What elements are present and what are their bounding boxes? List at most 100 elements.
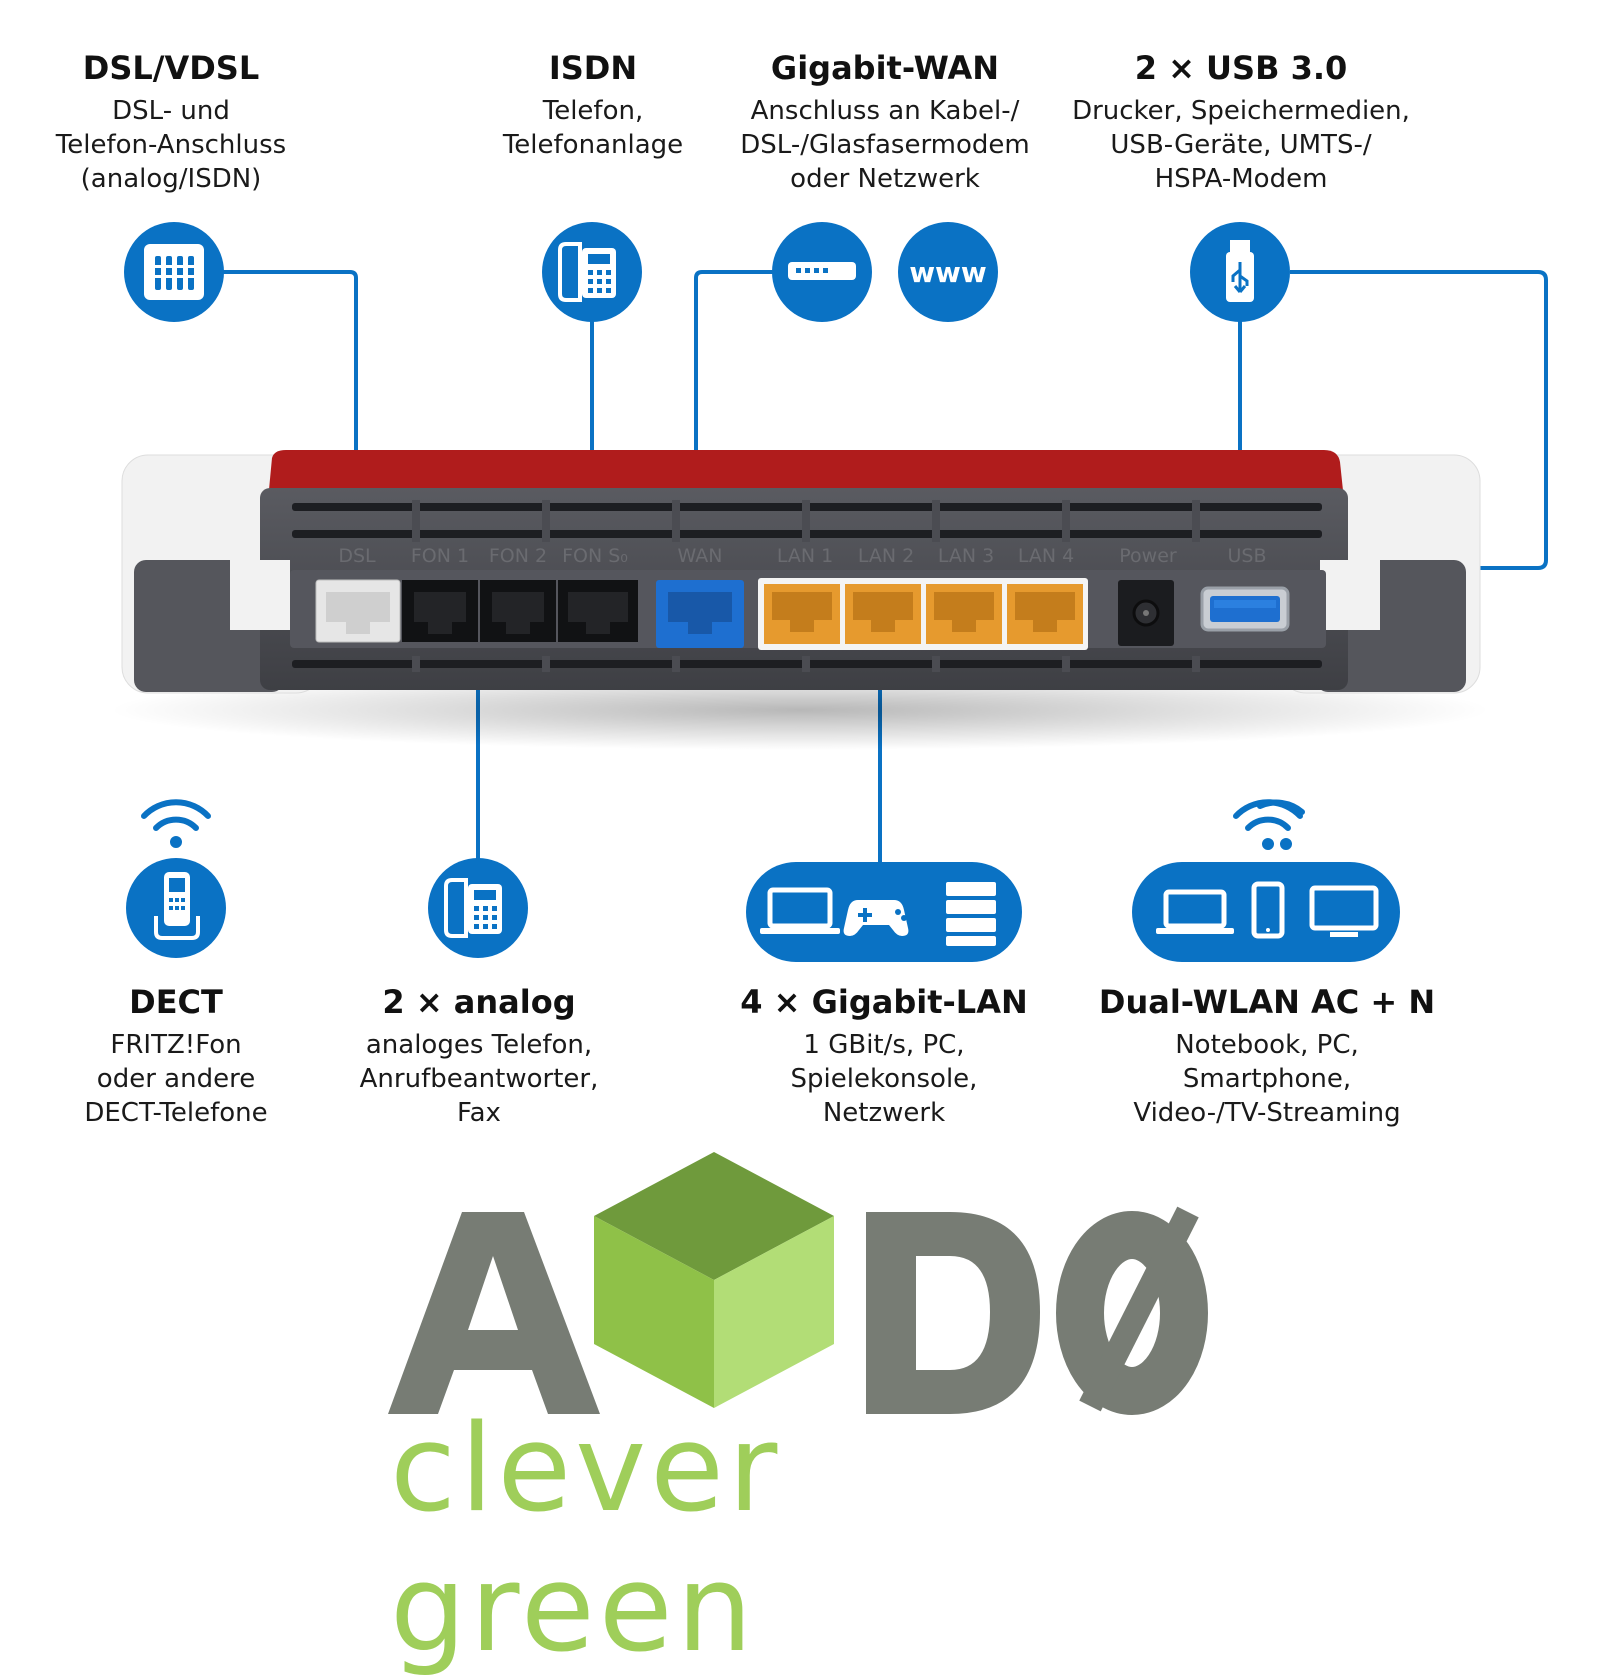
- port-lan-3[interactable]: [926, 584, 1002, 644]
- feature-usb: 2 × USB 3.0 Drucker, Speichermedien, USB…: [1031, 48, 1451, 196]
- feature-dsl-vdsl: DSL/VDSL DSL- und Telefon-Anschluss (ana…: [0, 48, 381, 196]
- feature-desc: Anschluss an Kabel-/ DSL-/Glasfasermodem…: [675, 94, 1095, 196]
- line-usb-side: [1290, 270, 1548, 570]
- feature-desc-line: Telefonanlage: [502, 130, 684, 160]
- port-label: USB: [1227, 545, 1266, 567]
- port-label: FON 2: [489, 545, 547, 567]
- port-label: FON S₀: [562, 545, 628, 567]
- feature-desc-line: Telefon-Anschluss: [55, 130, 287, 160]
- feature-title: Dual-WLAN AC + N: [1098, 983, 1436, 1021]
- feature-gigabit-lan: 4 × Gigabit-LAN 1 GBit/s, PC, Spielekons…: [674, 982, 1094, 1130]
- feature-desc-line: FRITZ!Fon: [110, 1030, 242, 1060]
- feature-desc-line: Notebook, PC,: [1175, 1030, 1359, 1060]
- smartphone-icon: [1251, 881, 1285, 939]
- feature-desc-line: DSL- und: [112, 96, 230, 126]
- feature-desc: Drucker, Speichermedien, USB-Geräte, UMT…: [1031, 94, 1451, 196]
- feature-title: 2 × analog: [382, 983, 576, 1021]
- port-label: Power: [1119, 545, 1177, 567]
- laptop-icon: [760, 887, 840, 934]
- wifi-icon: [141, 799, 211, 848]
- feature-desc-line: Anrufbeantworter,: [359, 1064, 599, 1094]
- feature-title: 2 × USB 3.0: [1134, 49, 1348, 87]
- port-lan-2[interactable]: [845, 584, 921, 644]
- port-label: LAN 4: [1018, 545, 1074, 567]
- port-label: LAN 3: [938, 545, 994, 567]
- feature-desc-line: DECT-Telefone: [84, 1098, 268, 1128]
- lan-port-housing: [758, 578, 1088, 650]
- wifi-multi-icon: [1233, 799, 1305, 850]
- infographic-canvas: DSL FON 1 FON 2 FON S₀ WAN LAN 1 LAN 2 L…: [110, 222, 1548, 1415]
- feature-desc: analoges Telefon, Anrufbeantworter, Fax: [269, 1028, 689, 1130]
- feature-desc: DSL- und Telefon-Anschluss (analog/ISDN): [0, 94, 381, 196]
- laptop-icon: [1156, 889, 1234, 934]
- feature-desc: 1 GBit/s, PC, Spielekonsole, Netzwerk: [674, 1028, 1094, 1130]
- desk-phone-icon: [428, 858, 528, 958]
- port-usb[interactable]: [1200, 586, 1290, 632]
- www-label: www: [909, 256, 987, 289]
- feature-title: DSL/VDSL: [82, 49, 260, 87]
- feature-analog: 2 × analog analoges Telefon, Anrufbeantw…: [269, 982, 689, 1130]
- router-red-top: [268, 450, 1344, 500]
- line-wan: [694, 270, 775, 540]
- feature-desc-line: Spielekonsole,: [790, 1064, 978, 1094]
- feature-desc-line: Netzwerk: [822, 1098, 946, 1128]
- feature-desc-line: oder andere: [96, 1064, 256, 1094]
- port-lan-1[interactable]: [764, 584, 840, 644]
- feature-dual-wlan: Dual-WLAN AC + N Notebook, PC, Smartphon…: [1057, 982, 1477, 1130]
- feature-title: 4 × Gigabit-LAN: [740, 983, 1028, 1021]
- logo-subtitle: clever green: [390, 1400, 782, 1679]
- feature-desc-line: Video-/TV-Streaming: [1133, 1098, 1401, 1128]
- port-label: WAN: [678, 545, 723, 567]
- port-label: LAN 1: [777, 545, 833, 567]
- feature-desc-line: 1 GBit/s, PC,: [803, 1030, 965, 1060]
- port-lan-4[interactable]: [1007, 584, 1083, 644]
- feature-desc-line: HSPA-Modem: [1154, 164, 1328, 194]
- port-label: LAN 2: [858, 545, 914, 567]
- desk-phone-icon: [542, 222, 642, 322]
- logo-letter-a: [388, 1212, 600, 1414]
- port-wan[interactable]: [656, 580, 744, 648]
- feature-desc-line: Fax: [457, 1098, 501, 1128]
- feature-desc-line: analoges Telefon,: [365, 1030, 593, 1060]
- feature-title: DECT: [129, 983, 223, 1021]
- logo-letter-d: [866, 1212, 1040, 1414]
- modem-icon: [772, 222, 872, 322]
- tv-icon: [1309, 885, 1379, 937]
- line-dsl: [222, 270, 358, 540]
- port-fon-1[interactable]: [402, 580, 478, 642]
- port-label-row: DSL FON 1 FON 2 FON S₀ WAN LAN 1 LAN 2 L…: [338, 545, 1266, 567]
- feature-title: Gigabit-WAN: [770, 49, 1000, 87]
- feature-desc: Telefon, Telefonanlage: [383, 94, 803, 162]
- cordless-phone-icon: [126, 858, 226, 958]
- feature-desc-line: oder Netzwerk: [790, 164, 980, 194]
- gamepad-icon: [843, 900, 909, 936]
- feature-title: ISDN: [548, 49, 638, 87]
- logo-cube: [594, 1152, 834, 1408]
- feature-desc: Notebook, PC, Smartphone, Video-/TV-Stre…: [1057, 1028, 1477, 1130]
- usb-stick-icon: [1190, 222, 1290, 322]
- port-power[interactable]: [1118, 580, 1174, 646]
- feature-desc-line: Smartphone,: [1182, 1064, 1352, 1094]
- port-fon-2[interactable]: [480, 580, 556, 642]
- port-dsl[interactable]: [315, 579, 401, 643]
- laptop-phone-tv-icon: [1132, 862, 1400, 962]
- feature-desc-line: USB-Geräte, UMTS-/: [1110, 130, 1372, 160]
- feature-dect: DECT FRITZ!Fon oder andere DECT-Telefone: [0, 982, 386, 1130]
- feature-isdn: ISDN Telefon, Telefonanlage: [383, 48, 803, 162]
- logo: [388, 1152, 1208, 1415]
- www-icon: www: [898, 222, 998, 322]
- laptop-gamepad-server-icon: [746, 862, 1022, 962]
- logo-letter-o: [1056, 1211, 1208, 1415]
- keypad-icon: [124, 222, 224, 322]
- feature-desc-line: Anschluss an Kabel-/: [750, 96, 1020, 126]
- feature-desc: FRITZ!Fon oder andere DECT-Telefone: [0, 1028, 386, 1130]
- port-label: FON 1: [411, 545, 469, 567]
- port-fon-s0[interactable]: [558, 580, 638, 642]
- vent-ribs: [412, 500, 1200, 672]
- feature-desc-line: Drucker, Speichermedien,: [1072, 96, 1410, 126]
- feature-desc-line: DSL-/Glasfasermodem: [740, 130, 1030, 160]
- feature-desc-line: Telefon,: [542, 96, 644, 126]
- router: DSL FON 1 FON 2 FON S₀ WAN LAN 1 LAN 2 L…: [110, 450, 1490, 750]
- port-label: DSL: [338, 545, 376, 567]
- feature-desc-line: (analog/ISDN): [80, 164, 262, 194]
